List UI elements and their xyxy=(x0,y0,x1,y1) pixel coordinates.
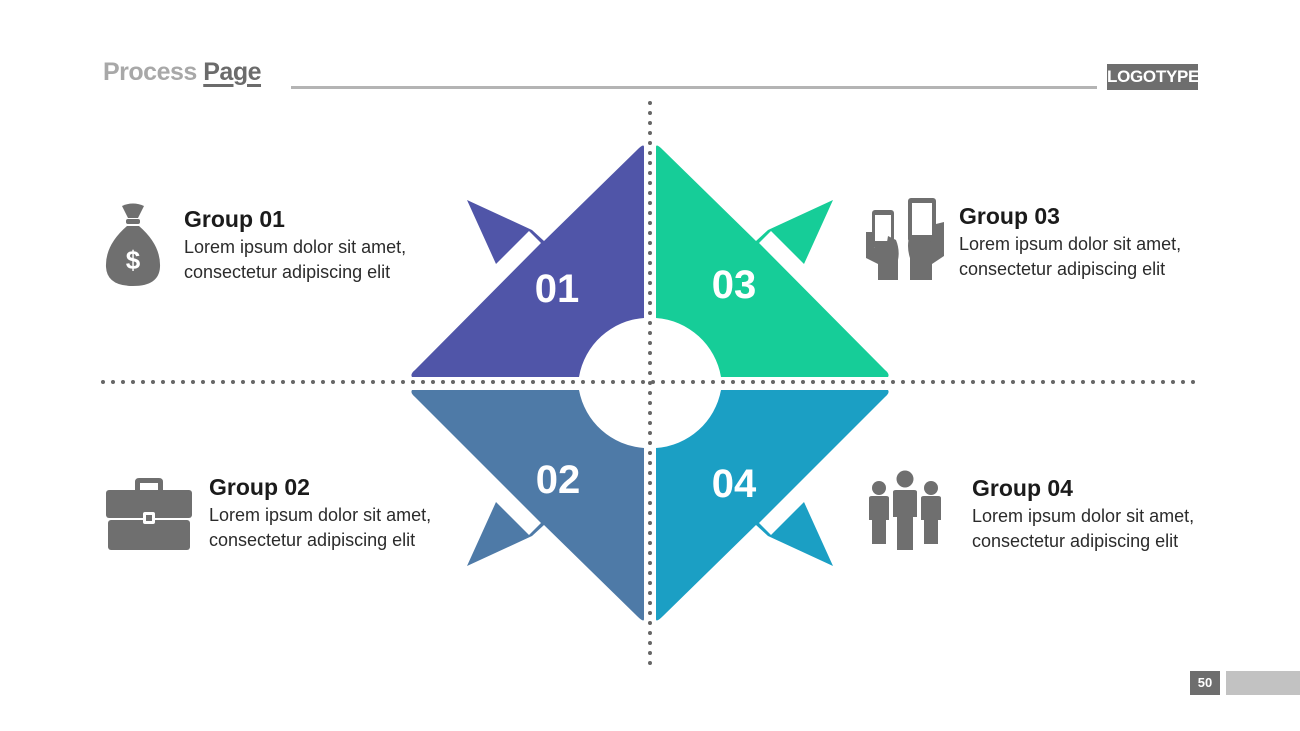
segment-01 xyxy=(411,145,644,377)
briefcase-icon xyxy=(106,478,192,550)
group-04-description-line2: consectetur adipiscing elit xyxy=(972,531,1179,551)
group-01-description-line2: consectetur adipiscing elit xyxy=(184,262,391,282)
page-title-light: Process xyxy=(103,58,204,86)
group-01-title: Group 01 xyxy=(184,206,285,232)
team-people-icon xyxy=(869,470,941,552)
group-02-description-line1: Lorem ipsum dolor sit amet, xyxy=(209,505,432,525)
page-title: Process Page xyxy=(103,58,262,87)
segment-02-number: 02 xyxy=(536,458,581,502)
group-03-description-line1: Lorem ipsum dolor sit amet, xyxy=(959,234,1182,254)
money-bag-icon: $ xyxy=(105,203,161,286)
group-01-description-line1: Lorem ipsum dolor sit amet, xyxy=(184,237,407,257)
segment-04 xyxy=(656,390,889,621)
group-01: Group 01 Lorem ipsum dolor sit amet, con… xyxy=(184,205,406,285)
group-03-title: Group 03 xyxy=(959,203,1060,229)
page-number: 50 xyxy=(1190,671,1220,695)
group-04: Group 04 Lorem ipsum dolor sit amet, con… xyxy=(972,474,1194,554)
group-02: Group 02 Lorem ipsum dolor sit amet, con… xyxy=(209,473,431,553)
logo: LOGOTYPE xyxy=(1107,64,1199,90)
segment-02 xyxy=(411,390,644,621)
svg-text:$: $ xyxy=(126,245,141,275)
group-03-description-line2: consectetur adipiscing elit xyxy=(959,259,1166,279)
segment-03 xyxy=(656,145,889,377)
segment-03-number: 03 xyxy=(712,263,757,307)
page-number-bar xyxy=(1226,671,1300,695)
group-04-title: Group 04 xyxy=(972,475,1073,501)
group-03: Group 03 Lorem ipsum dolor sit amet, con… xyxy=(959,202,1181,282)
group-04-description-line1: Lorem ipsum dolor sit amet, xyxy=(972,506,1195,526)
header-divider xyxy=(291,86,1097,89)
segment-04-number: 04 xyxy=(712,462,757,506)
group-02-title: Group 02 xyxy=(209,474,310,500)
hands-phones-icon xyxy=(866,198,944,280)
page-title-strong: Page xyxy=(203,58,262,86)
segment-01-number: 01 xyxy=(535,267,580,311)
group-02-description-line2: consectetur adipiscing elit xyxy=(209,530,416,550)
